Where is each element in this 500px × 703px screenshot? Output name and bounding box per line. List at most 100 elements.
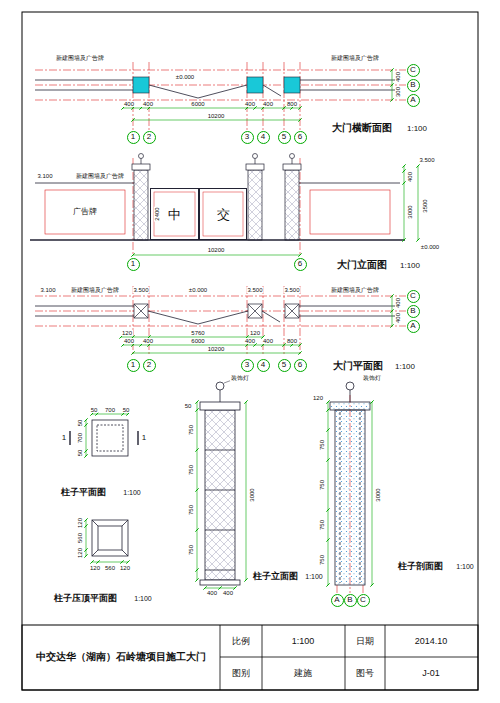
axis-bubble: B xyxy=(407,305,420,318)
dimension-text: 3000 xyxy=(375,487,381,502)
dimension-text: 400 xyxy=(262,101,274,107)
scale-text: 1:100 xyxy=(133,595,153,602)
dimension-text: 3000 xyxy=(249,487,255,502)
axis-bubble: A xyxy=(407,94,420,107)
elevation-mark: 3.500 xyxy=(246,287,263,293)
dimension-text: 400 xyxy=(262,338,274,344)
view-title: 柱子平面图 xyxy=(60,488,107,497)
node-text: 4 xyxy=(261,361,265,369)
dimension-text: 120 xyxy=(249,330,261,336)
dimension-text: 800 xyxy=(286,338,298,344)
scale-text: 1:100 xyxy=(406,125,428,133)
axis-bubble: 1 xyxy=(127,359,140,372)
dimension-text: 120 xyxy=(89,565,101,571)
title-cell: 比例 xyxy=(231,637,251,646)
node-text: A xyxy=(334,596,339,604)
axis-bubble: 4 xyxy=(257,359,270,372)
node-text: 3 xyxy=(245,361,249,369)
node-text: 3 xyxy=(245,133,249,141)
elevation-mark: 3.500 xyxy=(283,287,300,293)
scale-text: 1:100 xyxy=(304,573,324,580)
node-text: 5 xyxy=(282,133,286,141)
dimension-text: 120 xyxy=(119,565,131,571)
axis-bubble: B xyxy=(344,594,357,607)
axis-bubble: 1 xyxy=(127,131,140,144)
note-text: 新建围墙及广告牌 xyxy=(330,55,380,61)
dimension-text: 400 xyxy=(142,338,154,344)
elevation-mark: ±0.000 xyxy=(420,244,440,250)
dimension-text: 400 xyxy=(123,101,135,107)
scale-text: 1:100 xyxy=(394,363,416,371)
dimension-text: 50 xyxy=(90,407,99,413)
view-title: 大门横断面图 xyxy=(331,123,393,133)
dimension-text: 400 xyxy=(407,171,413,183)
axis-bubble: 1 xyxy=(127,258,140,271)
axis-bubble: 5 xyxy=(278,131,291,144)
scale-text: 1:100 xyxy=(122,489,142,496)
dimension-text: 700 xyxy=(77,432,83,444)
note-text: 新建围墙及广告牌 xyxy=(75,173,125,179)
axis-bubble: 3 xyxy=(241,131,254,144)
node-text: A xyxy=(410,322,415,330)
node-text: 6 xyxy=(298,361,302,369)
dimension-text: 400 xyxy=(142,101,154,107)
axis-bubble: 2 xyxy=(143,131,156,144)
title-cell: 日期 xyxy=(355,637,375,646)
note-text: 广告牌 xyxy=(72,208,98,216)
elevation-mark: 3.500 xyxy=(418,157,435,163)
section-mark: 1 xyxy=(61,434,67,442)
note-text: 新建围墙及广告牌 xyxy=(70,287,120,293)
dimension-text: 750 xyxy=(188,544,194,556)
view-title: 大门立面图 xyxy=(336,260,388,270)
dimension-text: 50 xyxy=(77,449,83,458)
dimension-text: 50 xyxy=(184,403,193,409)
node-text: 1 xyxy=(131,133,135,141)
dimension-text: 750 xyxy=(319,554,325,566)
gate-leaf: 交 xyxy=(199,188,247,240)
dimension-text: 6000 xyxy=(190,338,205,344)
dimension-text: 560 xyxy=(77,532,83,544)
elevation-mark: ±0.000 xyxy=(188,287,208,293)
node-text: 1 xyxy=(131,260,135,268)
node-text: B xyxy=(347,596,352,604)
dimension-text: 400 xyxy=(206,590,218,596)
dimension-text: 400 xyxy=(123,338,135,344)
node-text: C xyxy=(360,596,366,604)
dimension-text: 5760 xyxy=(190,330,205,336)
axis-bubble: 3 xyxy=(241,359,254,372)
dimension-text: 50 xyxy=(122,407,131,413)
dimension-text: 10200 xyxy=(207,247,226,253)
node-text: B xyxy=(410,307,415,315)
axis-bubble: 4 xyxy=(257,131,270,144)
node-text: 4 xyxy=(261,133,265,141)
node-text: A xyxy=(410,96,415,104)
dimension-text: 400 xyxy=(244,338,256,344)
dimension-text: 400 xyxy=(395,297,401,309)
axis-bubble: 6 xyxy=(294,258,307,271)
project-name: 中交达华（湖南）石岭塘项目施工大门 xyxy=(35,652,207,662)
view-title: 大门平面图 xyxy=(332,361,384,371)
node-text: 6 xyxy=(298,260,302,268)
note-text: 新建围墙及广告牌 xyxy=(55,55,105,61)
node-text: 1 xyxy=(131,361,135,369)
node-text: 2 xyxy=(147,361,151,369)
view-title: 柱子压顶平面图 xyxy=(53,594,118,603)
axis-bubble: C xyxy=(357,594,370,607)
dimension-text: 120 xyxy=(312,395,324,401)
node-text: 交 xyxy=(217,208,230,221)
dimension-text: 120 xyxy=(77,517,83,529)
elevation-mark: 3.100 xyxy=(36,173,53,179)
axis-bubble: 6 xyxy=(294,131,307,144)
dimension-text: 400 xyxy=(222,590,234,596)
dimension-text: 2400 xyxy=(154,206,160,221)
node-text: C xyxy=(410,66,416,74)
dimension-text: 750 xyxy=(319,439,325,451)
dimension-text: 750 xyxy=(188,464,194,476)
node-text: 6 xyxy=(298,133,302,141)
dimension-text: 3500 xyxy=(422,198,428,213)
title-cell: 2014.10 xyxy=(414,637,449,646)
dimension-text: 10200 xyxy=(207,346,226,352)
dimension-text: 400 xyxy=(395,312,401,324)
dimension-text: 750 xyxy=(188,424,194,436)
dimension-text: 400 xyxy=(395,71,401,83)
